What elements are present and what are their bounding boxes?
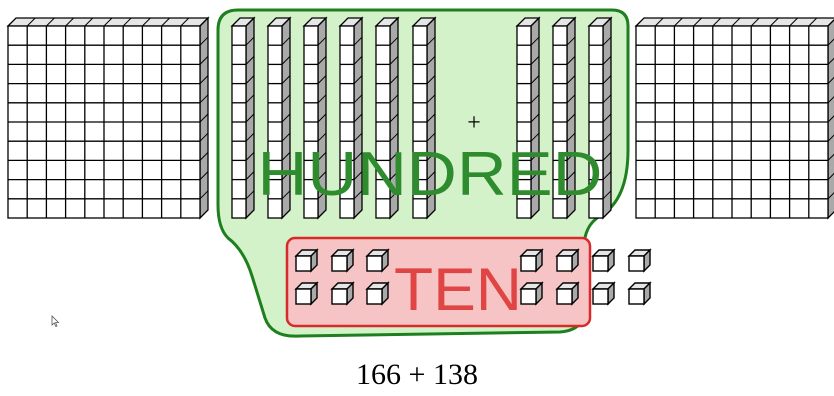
unit-cube — [521, 250, 542, 271]
unit-cube — [557, 250, 578, 271]
unit-cube — [332, 283, 353, 304]
plus-sign: + — [467, 110, 481, 136]
unit-cube — [593, 283, 614, 304]
unit-cube — [629, 250, 650, 271]
ten-rod — [232, 18, 254, 218]
mouse-pointer-icon — [52, 316, 59, 327]
hundred-flat — [636, 18, 834, 218]
unit-cube — [629, 283, 650, 304]
unit-cube — [593, 250, 614, 271]
hundred-flat — [8, 18, 208, 218]
ten-label: TEN — [394, 256, 522, 323]
unit-cube — [521, 283, 542, 304]
unit-cube — [557, 283, 578, 304]
equation-text: 166 + 138 — [0, 358, 834, 392]
unit-cube — [367, 250, 388, 271]
unit-cube — [332, 250, 353, 271]
unit-cube — [296, 250, 317, 271]
unit-cube — [367, 283, 388, 304]
hundred-label: HUNDRED — [258, 140, 603, 209]
unit-cube — [296, 283, 317, 304]
